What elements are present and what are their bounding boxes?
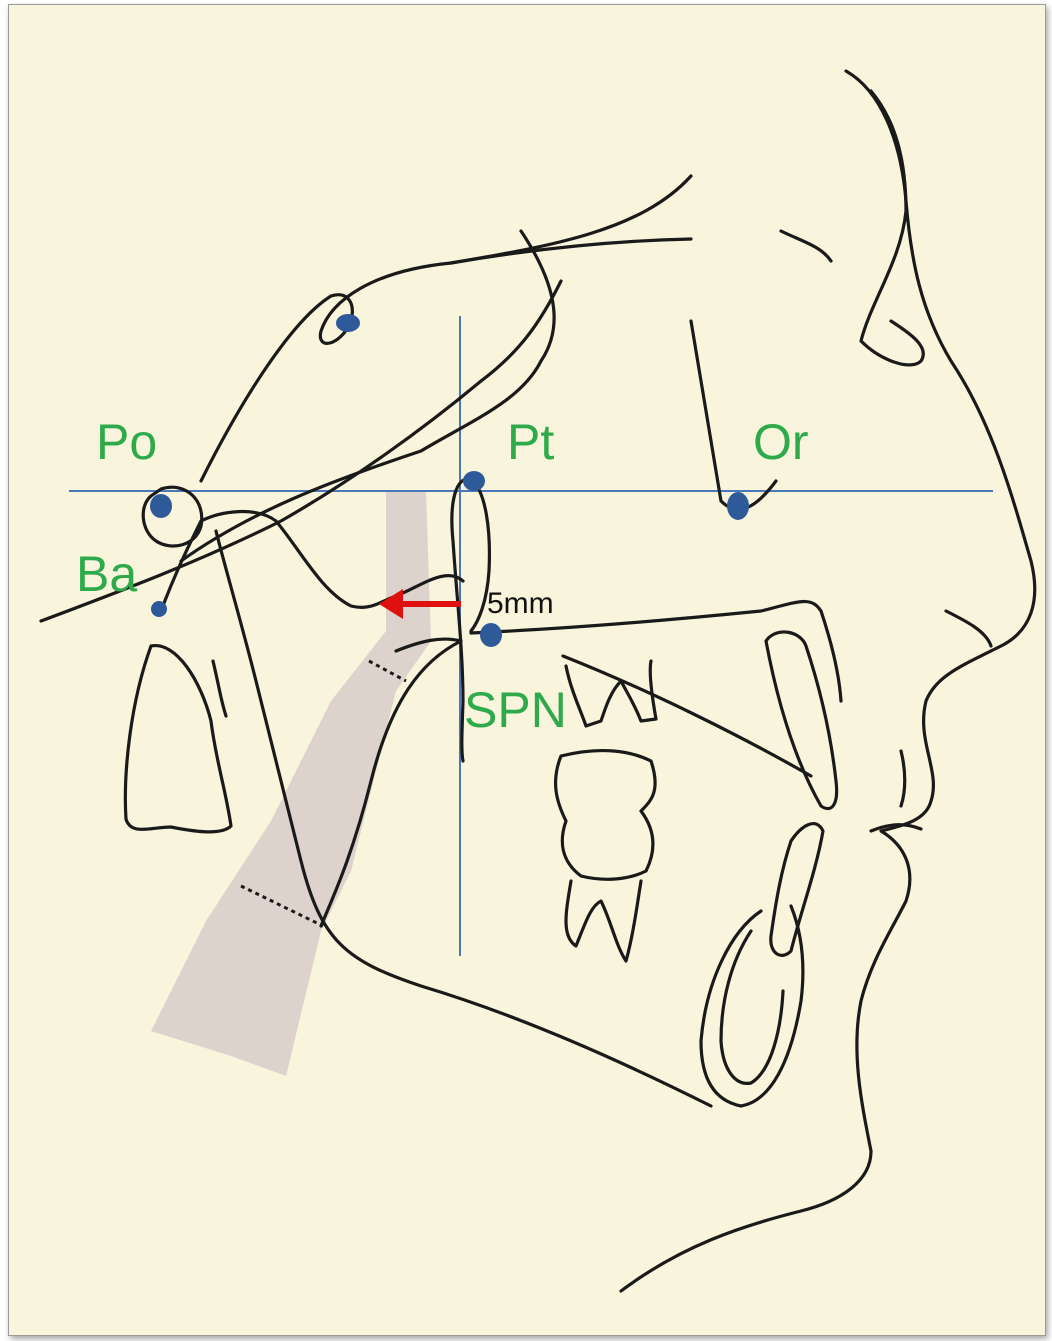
pt-landmark-dot bbox=[463, 471, 485, 491]
upper-molar-outline bbox=[566, 661, 656, 726]
lower-incisor-outline bbox=[771, 824, 823, 956]
spn-landmark-dot bbox=[480, 623, 502, 647]
sella-landmark-dot bbox=[336, 314, 360, 332]
cephalometric-tracing-frame: Po Pt Or Ba SPN 5mm bbox=[8, 4, 1046, 1336]
lower-molar-roots bbox=[566, 881, 641, 961]
styloid-outline bbox=[213, 661, 226, 716]
symphysis-outline bbox=[701, 906, 803, 1106]
landmark-label-spn: SPN bbox=[464, 682, 567, 738]
orbitale-landmark-dot bbox=[727, 492, 749, 520]
landmark-label-pt: Pt bbox=[507, 414, 554, 470]
landmark-label-po: Po bbox=[96, 414, 157, 470]
upper-incisor-outline bbox=[766, 632, 837, 809]
porion-landmark-dot bbox=[150, 494, 172, 518]
nasal-ala-outline bbox=[946, 611, 991, 646]
measurement-label: 5mm bbox=[487, 587, 554, 620]
landmark-label-or: Or bbox=[753, 414, 809, 470]
porion-ear-rod-outline bbox=[143, 487, 202, 546]
lower-molar-outline bbox=[556, 751, 656, 880]
airway-shading bbox=[151, 491, 431, 1076]
basion-landmark-dot bbox=[151, 601, 167, 617]
soft-tissue-profile bbox=[621, 71, 1035, 1291]
cephalometric-tracing: Po Pt Or Ba SPN 5mm bbox=[9, 5, 1045, 1335]
landmark-label-ba: Ba bbox=[76, 546, 137, 602]
